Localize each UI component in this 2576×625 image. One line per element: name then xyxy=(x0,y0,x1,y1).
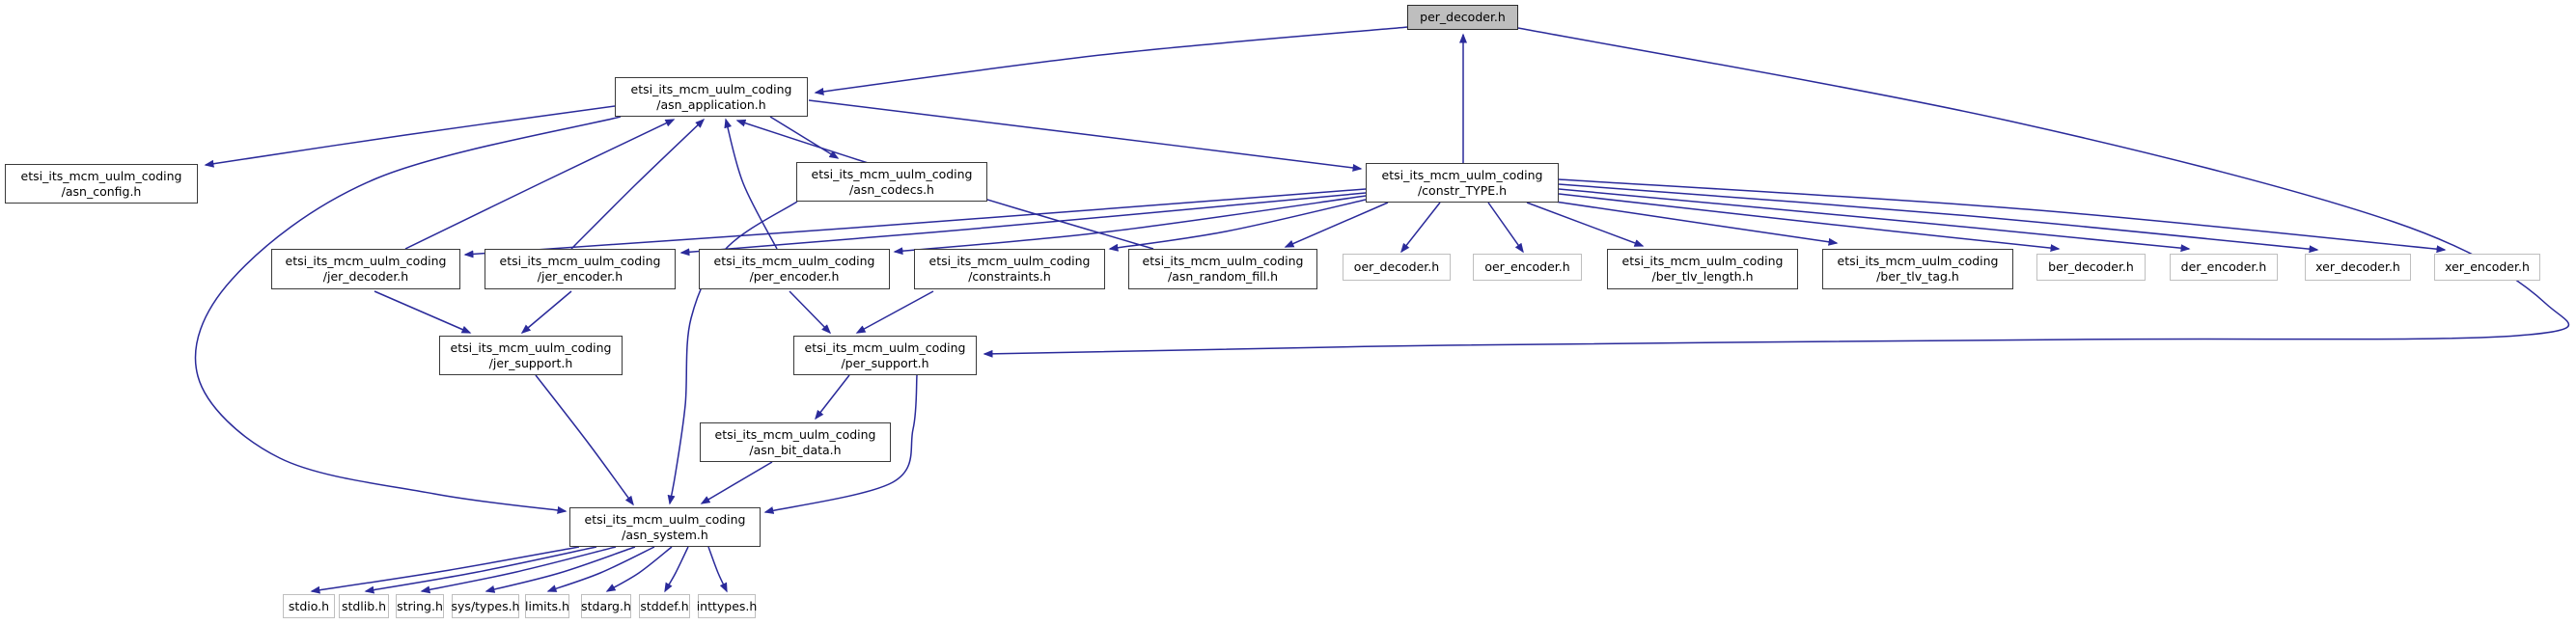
node-sys_types: sys/types.h xyxy=(452,594,519,618)
edge-constr_TYPE-to-der_encoder xyxy=(1558,188,2191,253)
node-jer_support[interactable]: etsi_its_mcm_uulm_coding /jer_support.h xyxy=(439,336,623,375)
edge-asn_bit_data-to-asn_system xyxy=(700,461,773,504)
edge-constr_TYPE-to-oer_encoder xyxy=(1487,202,1524,254)
edge-constr_TYPE-to-constraints xyxy=(1108,199,1367,252)
edge-per_support-to-asn_system xyxy=(763,374,918,514)
edge-asn_system-to-stdio xyxy=(310,546,580,594)
node-stdio: stdio.h xyxy=(283,594,335,618)
edge-constr_TYPE-to-jer_decoder xyxy=(463,188,1367,258)
node-asn_codecs[interactable]: etsi_its_mcm_uulm_coding /asn_codecs.h xyxy=(796,162,987,202)
edge-asn_system-to-stddef xyxy=(664,546,689,593)
node-oer_encoder: oer_encoder.h xyxy=(1473,254,1582,281)
edge-jer_encoder-to-jer_support xyxy=(520,290,572,334)
edge-constr_TYPE-to-oer_decoder xyxy=(1400,202,1441,254)
edge-constr_TYPE-to-asn_random_fill xyxy=(1284,202,1389,248)
node-string: string.h xyxy=(396,594,444,618)
edge-jer_decoder-to-asn_application xyxy=(404,119,676,250)
node-asn_application[interactable]: etsi_its_mcm_uulm_coding /asn_applicatio… xyxy=(615,77,808,117)
node-der_encoder: der_encoder.h xyxy=(2170,254,2278,281)
edge-asn_application-to-asn_system xyxy=(194,116,622,514)
node-inttypes: inttypes.h xyxy=(697,594,757,618)
edge-asn_application-to-asn_codecs xyxy=(769,116,840,159)
edge-asn_system-to-sys_types xyxy=(485,546,636,593)
edge-constr_TYPE-to-xer_decoder xyxy=(1558,183,2319,254)
node-asn_bit_data[interactable]: etsi_its_mcm_uulm_coding /asn_bit_data.h xyxy=(700,422,891,462)
edge-constr_TYPE-to-per_encoder xyxy=(893,195,1367,256)
edge-constr_TYPE-to-ber_tlv_length xyxy=(1526,202,1645,247)
node-per_encoder[interactable]: etsi_its_mcm_uulm_coding /per_encoder.h xyxy=(699,249,890,289)
edge-constraints-to-per_support xyxy=(855,290,934,334)
node-jer_decoder[interactable]: etsi_its_mcm_uulm_coding /jer_decoder.h xyxy=(271,249,460,289)
edge-asn_system-to-stdarg xyxy=(605,546,673,592)
edge-asn_system-to-limits xyxy=(546,546,655,592)
node-stddef: stddef.h xyxy=(639,594,690,618)
node-constraints[interactable]: etsi_its_mcm_uulm_coding /constraints.h xyxy=(914,249,1105,289)
edge-per_decoder-to-asn_application xyxy=(814,26,1409,95)
edge-jer_decoder-to-jer_support xyxy=(374,290,472,334)
edge-per_encoder-to-asn_application xyxy=(724,118,778,250)
node-jer_encoder[interactable]: etsi_its_mcm_uulm_coding /jer_encoder.h xyxy=(485,249,676,289)
edge-jer_encoder-to-asn_application xyxy=(570,118,706,250)
node-asn_random_fill[interactable]: etsi_its_mcm_uulm_coding /asn_random_fil… xyxy=(1128,249,1317,289)
node-ber_decoder: ber_decoder.h xyxy=(2036,254,2146,281)
node-asn_system[interactable]: etsi_its_mcm_uulm_coding /asn_system.h xyxy=(569,507,761,547)
node-limits: limits.h xyxy=(525,594,569,618)
node-asn_config[interactable]: etsi_its_mcm_uulm_coding /asn_config.h xyxy=(5,164,198,204)
edge-asn_system-to-inttypes xyxy=(707,546,728,593)
edge-constr_TYPE-to-ber_tlv_tag xyxy=(1554,201,1839,246)
node-xer_decoder: xer_decoder.h xyxy=(2305,254,2411,281)
edge-per_support-to-asn_bit_data xyxy=(815,374,850,421)
edge-asn_application-to-constr_TYPE xyxy=(808,99,1363,172)
edge-asn_application-to-asn_config xyxy=(204,105,616,168)
edge-constr_TYPE-to-xer_encoder xyxy=(1558,178,2447,254)
edge-per_encoder-to-per_support xyxy=(789,290,832,335)
edge-asn_system-to-string xyxy=(420,546,617,594)
node-per_support[interactable]: etsi_its_mcm_uulm_coding /per_support.h xyxy=(793,336,977,375)
node-ber_tlv_tag[interactable]: etsi_its_mcm_uulm_coding /ber_tlv_tag.h xyxy=(1822,249,2013,289)
node-stdarg: stdarg.h xyxy=(581,594,631,618)
edge-constr_TYPE-to-jer_encoder xyxy=(679,192,1367,257)
node-oer_decoder: oer_decoder.h xyxy=(1343,254,1451,281)
node-constr_TYPE[interactable]: etsi_its_mcm_uulm_coding /constr_TYPE.h xyxy=(1366,163,1559,203)
edge-constr_TYPE-to-ber_decoder xyxy=(1558,193,2061,253)
node-per_decoder: per_decoder.h xyxy=(1407,5,1518,30)
edge-asn_system-to-stdlib xyxy=(364,546,597,594)
edge-asn_codecs-to-asn_system xyxy=(667,201,798,505)
node-ber_tlv_length[interactable]: etsi_its_mcm_uulm_coding /ber_tlv_length… xyxy=(1607,249,1798,289)
node-xer_encoder: xer_encoder.h xyxy=(2434,254,2540,281)
node-stdlib: stdlib.h xyxy=(339,594,389,618)
edge-per_decoder-to-per_support xyxy=(983,27,2570,358)
edge-jer_support-to-asn_system xyxy=(535,374,634,506)
